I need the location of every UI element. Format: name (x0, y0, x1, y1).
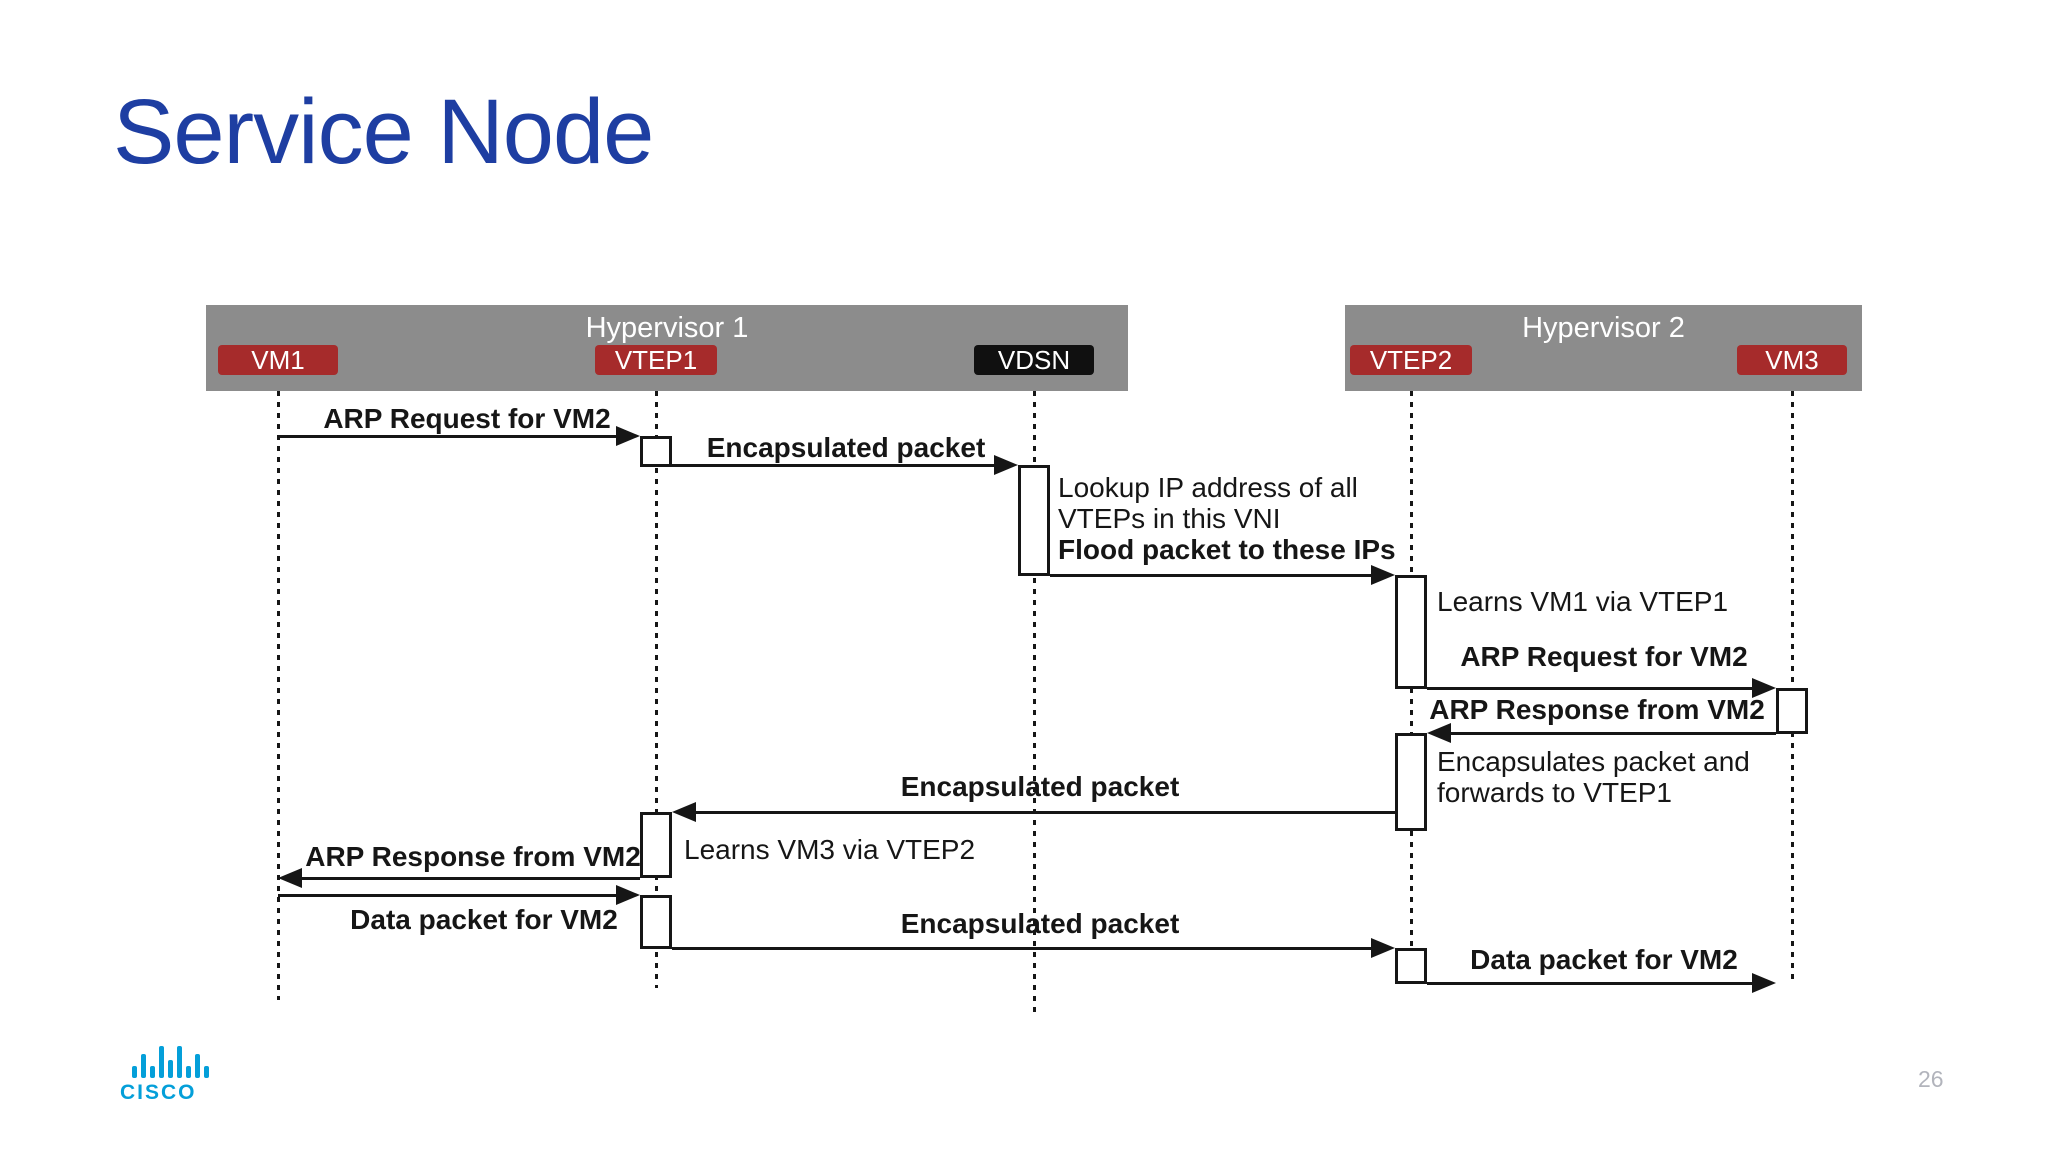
cisco-logo: cisco (118, 1044, 228, 1105)
message-label: Encapsulated packet (706, 432, 986, 463)
message-label: ARP Response from VM2 (305, 841, 641, 872)
message-label: Data packet for VM2 (1470, 944, 1738, 975)
lifeline-vm1 (277, 391, 280, 1000)
message-arrowhead-icon (994, 455, 1018, 475)
note-text-line: Lookup IP address of all (1058, 472, 1358, 503)
message-arrow-line (298, 877, 640, 880)
message-label: Encapsulated packet (900, 771, 1180, 802)
note-text: Learns VM1 via VTEP1 (1437, 586, 1728, 617)
cisco-logo-bar (159, 1046, 164, 1078)
cisco-logo-bar (150, 1066, 155, 1078)
page-title: Service Node (113, 81, 654, 183)
participant-box-vm1: VM1 (218, 345, 338, 375)
message-label: Encapsulated packet (900, 908, 1180, 939)
cisco-logo-bar (168, 1060, 173, 1078)
cisco-logo-bar (177, 1046, 182, 1078)
activation-bar-vtep1 (640, 812, 672, 878)
message-label: ARP Request for VM2 (1460, 641, 1748, 672)
message-arrow-line (692, 811, 1395, 814)
cisco-logo-bar (141, 1054, 146, 1078)
message-arrowhead-icon (1371, 565, 1395, 585)
lifeline-vtep1 (655, 391, 658, 988)
message-arrowhead-icon (1371, 938, 1395, 958)
message-arrowhead-icon (616, 426, 640, 446)
message-arrowhead-icon (278, 868, 302, 888)
message-arrow-line (1427, 687, 1756, 690)
message-arrow-line (672, 464, 998, 467)
activation-bar-vtep2 (1395, 733, 1427, 831)
hypervisor-group-label: Hypervisor 1 (585, 312, 749, 344)
message-label: Data packet for VM2 (350, 904, 618, 935)
cisco-logo-bar (195, 1054, 200, 1078)
activation-bar-vtep2 (1395, 575, 1427, 689)
message-arrowhead-icon (672, 802, 696, 822)
participant-box-vdsn: VDSN (974, 345, 1094, 375)
activation-bar-vm3 (1776, 688, 1808, 734)
message-arrowhead-icon (1427, 723, 1451, 743)
hypervisor-group-label: Hypervisor 2 (1522, 312, 1685, 344)
note-text-line: Flood packet to these IPs (1058, 534, 1396, 565)
activation-bar-vtep1 (640, 895, 672, 949)
message-arrow-line (278, 894, 620, 897)
message-label: ARP Request for VM2 (323, 403, 611, 434)
participant-box-vtep2: VTEP2 (1350, 345, 1472, 375)
note-text-line: Encapsulates packet and (1437, 746, 1750, 777)
cisco-logo-bar (186, 1066, 191, 1078)
activation-bar-vtep1 (640, 436, 672, 467)
cisco-logo-bar (204, 1066, 209, 1078)
page-number: 26 (1918, 1066, 1944, 1092)
cisco-logo-wordmark: cisco (120, 1081, 197, 1104)
note-text-line: Learns VM3 via VTEP2 (684, 834, 976, 865)
participant-box-vtep1: VTEP1 (595, 345, 717, 375)
message-arrow-line (672, 947, 1375, 950)
message-arrow-line (1427, 982, 1756, 985)
message-arrow-line (1447, 732, 1776, 735)
note-text-line: forwards to VTEP1 (1437, 777, 1672, 808)
participant-box-vm3: VM3 (1737, 345, 1847, 375)
lifeline-vdsn (1033, 391, 1036, 1016)
cisco-logo-bar (132, 1066, 137, 1078)
message-label: ARP Response from VM2 (1429, 694, 1765, 725)
note-text-line: Learns VM1 via VTEP1 (1437, 586, 1729, 617)
note-text-line: VTEPs in this VNI (1058, 503, 1281, 534)
message-arrow-line (1050, 574, 1375, 577)
activation-bar-vdsn (1018, 465, 1050, 576)
message-arrowhead-icon (616, 885, 640, 905)
message-arrowhead-icon (1752, 678, 1776, 698)
activation-bar-vtep2 (1395, 948, 1427, 984)
note-text: Learns VM3 via VTEP2 (684, 834, 975, 865)
cisco-logo-bars-icon (132, 1044, 228, 1078)
message-arrowhead-icon (1752, 973, 1776, 993)
message-arrow-line (278, 435, 620, 438)
